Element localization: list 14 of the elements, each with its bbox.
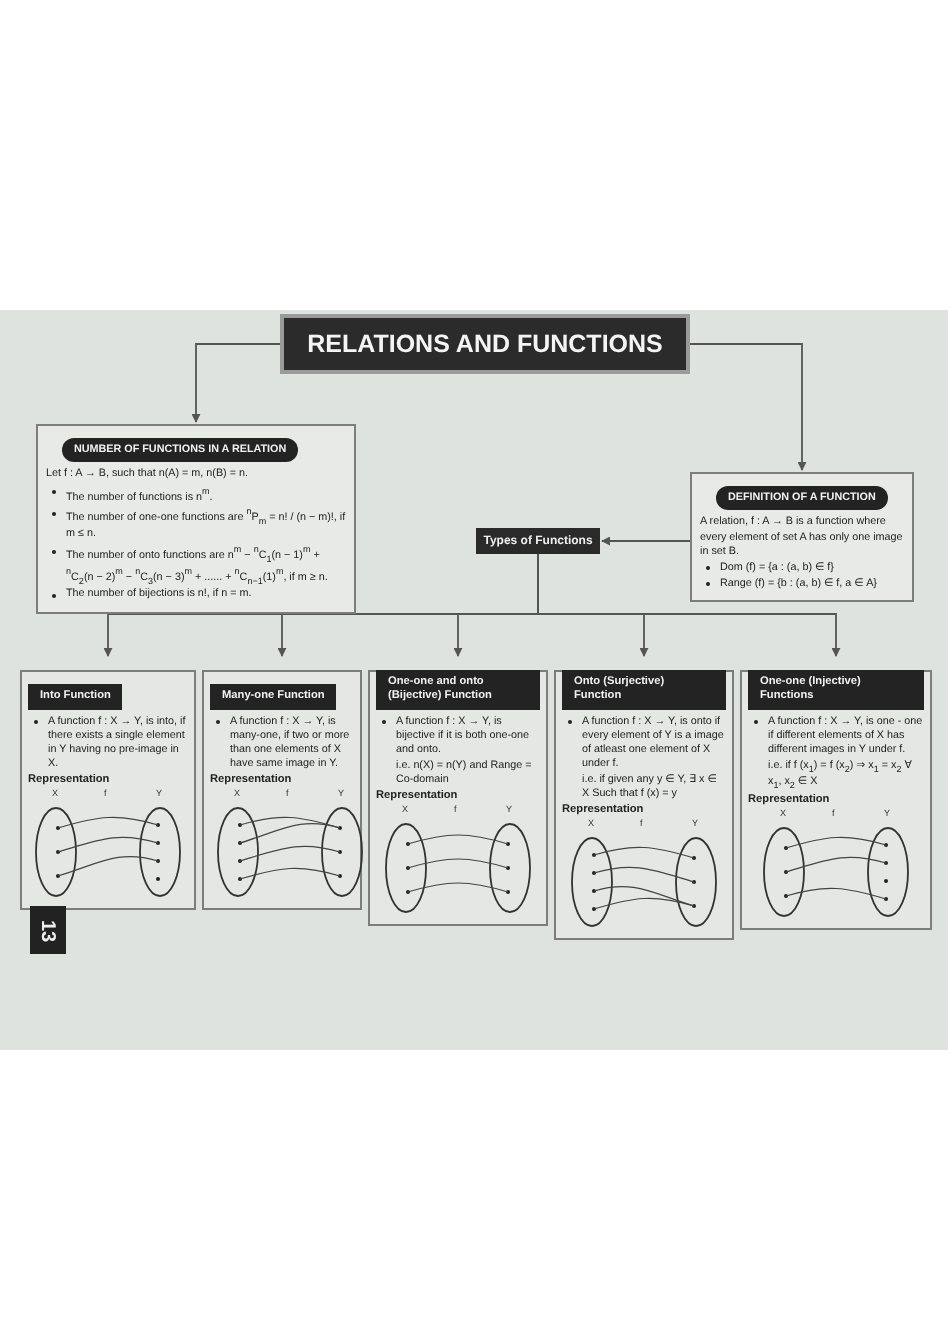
connector-arrow — [689, 343, 807, 471]
connector-arrow — [537, 553, 841, 657]
function-type-card — [740, 670, 932, 930]
info-card — [36, 424, 356, 613]
function-type-card — [202, 670, 362, 910]
info-card — [690, 472, 914, 602]
function-type-card — [368, 670, 548, 926]
title-banner — [280, 314, 690, 374]
function-type-card — [20, 670, 196, 910]
title-text: RELATIONS AND FUNCTIONS — [307, 330, 663, 358]
function-type-card — [554, 670, 734, 940]
page-number-tab: 13 — [30, 906, 66, 954]
connector-arrow — [191, 343, 281, 423]
connector-arrow — [601, 536, 691, 546]
